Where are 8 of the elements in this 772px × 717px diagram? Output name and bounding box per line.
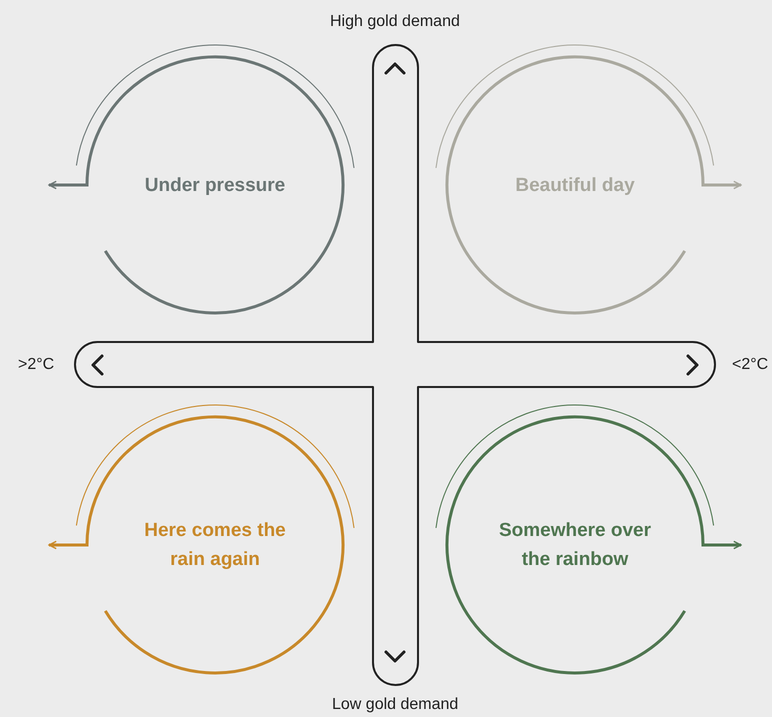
axis-label: <2°C <box>732 356 768 374</box>
axis-label: Low gold demand <box>332 696 458 714</box>
scenario-title: Here comes the rain again <box>143 519 287 572</box>
axis-label: High gold demand <box>330 13 460 31</box>
scenario-title: Under pressure <box>144 174 286 198</box>
scenario-title: Beautiful day <box>514 174 636 198</box>
scenario-title: Somewhere over the rainbow <box>498 519 652 572</box>
axis-label: >2°C <box>18 356 54 374</box>
